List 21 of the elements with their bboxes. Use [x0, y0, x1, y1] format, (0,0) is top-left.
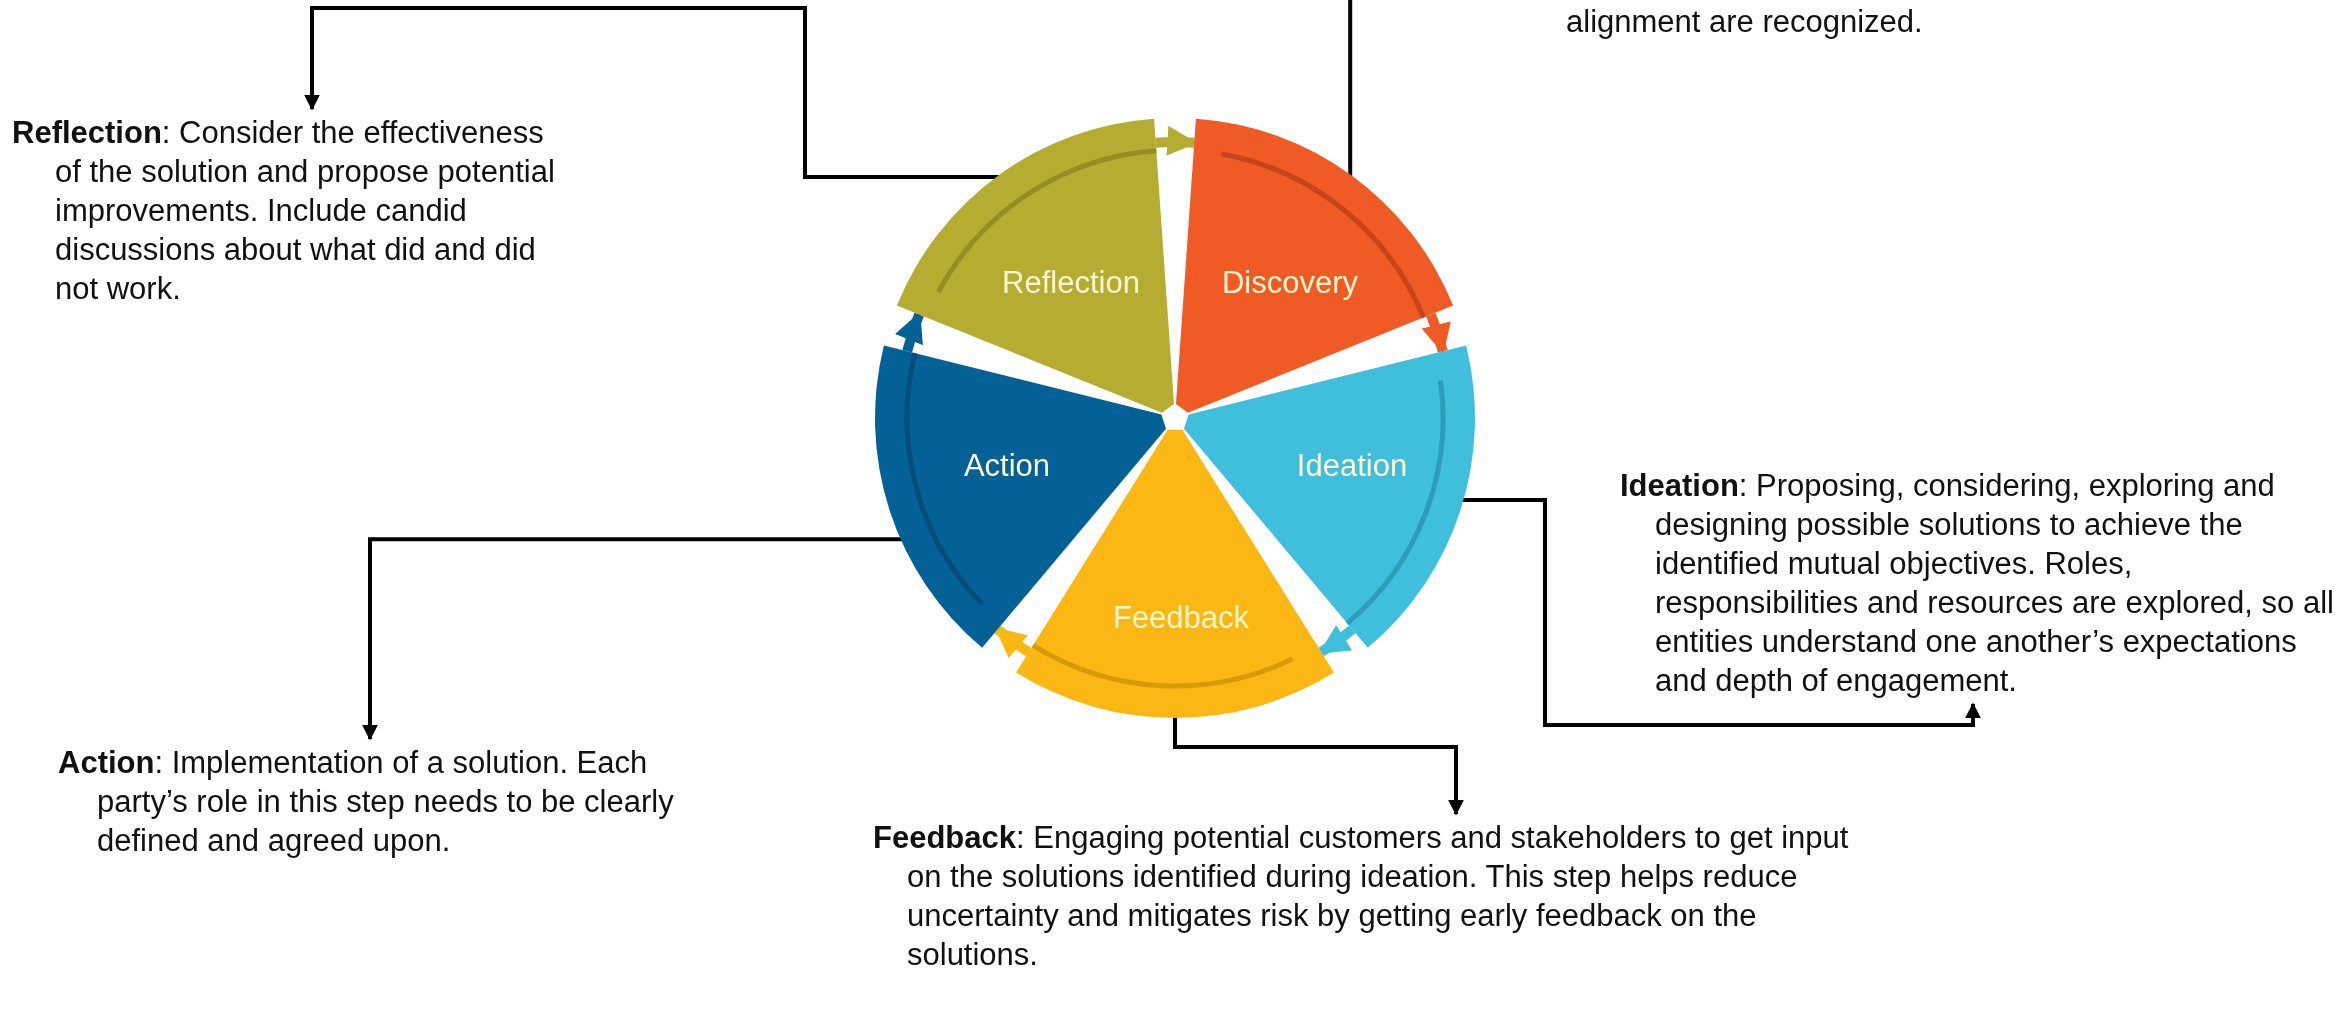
cycle-arrow [895, 311, 924, 353]
leader-line [362, 537, 903, 741]
pie-segment [896, 118, 1174, 413]
segment-label: Feedback [1112, 599, 1250, 635]
cycle-arrow [1421, 312, 1451, 355]
description-text: Action: Implementation of a solution. Each party’s role in this step needs to be clearly defined and agreed upon. [58, 743, 697, 860]
segment-label: Discovery [1221, 264, 1359, 300]
segment-label: Ideation [1296, 447, 1408, 483]
cycle-arrow [994, 625, 1032, 659]
description-text: Reflection: Consider the effectiveness of the solution and propose potential improvements. Include candid discussions about what did and did not work. [12, 113, 570, 308]
segment-label: Action [963, 447, 1051, 483]
cycle-arrow [1318, 624, 1356, 657]
description-text: Feedback: Engaging potential customers and stakeholders to get input on the solutions identified during ideation. This step helps reduce uncertainty and mitigates risk by getting early feedback on the solutions. [873, 818, 1882, 974]
description-text: Ideation: Proposing, considering, exploring and designing possible solutions to achieve the identified mutual objectives. Roles, responsibilities and resources are explored, so all entities understand one another’s expectations and depth of engagement. [1620, 466, 2335, 700]
leader-line [304, 6, 1000, 179]
segment-label: Reflection [1002, 264, 1140, 300]
leader-line [1348, 0, 1353, 177]
pie-segment [1176, 118, 1454, 413]
leader-line [1461, 498, 1981, 727]
leader-line [1173, 716, 1464, 816]
description-text: alignment are recognized. [1566, 2, 2266, 41]
